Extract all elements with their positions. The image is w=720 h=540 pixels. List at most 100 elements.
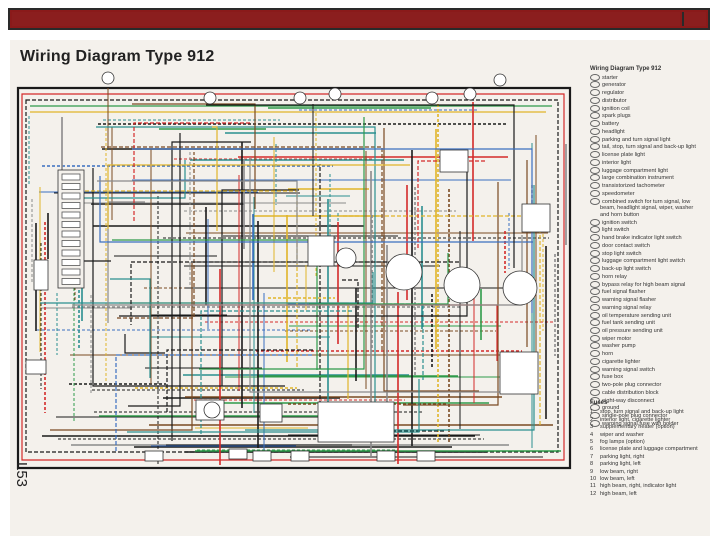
legend-number-badge xyxy=(590,388,600,396)
legend-number-badge xyxy=(590,412,600,420)
wire xyxy=(21,93,565,461)
fuse xyxy=(61,278,81,285)
fuse xyxy=(61,183,81,190)
fuse-number: 4 xyxy=(590,431,594,438)
legend-item-text: ignition switch xyxy=(602,219,637,226)
legend-item: distributor xyxy=(590,96,716,105)
wire xyxy=(96,126,376,435)
fuse-number: 6 xyxy=(590,446,594,453)
legend-item-text: luggage compartment light xyxy=(602,167,668,174)
legend-number-badge xyxy=(590,419,600,427)
legend-item: license plate light xyxy=(590,151,716,159)
legend-item-text: combined switch for turn signal, low xyxy=(602,198,691,205)
switch-block xyxy=(307,235,335,267)
fuse-number: 7 xyxy=(590,453,594,460)
light-symbol xyxy=(293,91,307,105)
legend-item: fuel tank sending unit xyxy=(590,319,716,327)
legend-number-badge xyxy=(590,158,600,166)
legend-number-badge xyxy=(590,73,600,81)
wire-harness xyxy=(16,86,572,470)
legend-item: ignition coil xyxy=(590,104,716,113)
legend-number-badge xyxy=(590,166,600,174)
legend-item: spark plugs xyxy=(590,112,716,120)
legend-number-badge xyxy=(590,265,600,273)
legend-item-text: luggage compartment light switch xyxy=(602,258,686,265)
fuse-text: wiper and washer xyxy=(600,431,644,438)
legend-number-badge xyxy=(590,381,600,389)
wire xyxy=(97,180,298,264)
lamp-symbol xyxy=(252,450,272,462)
legend-item: horn relay xyxy=(590,272,716,281)
wire xyxy=(99,176,533,243)
wire xyxy=(67,160,186,199)
legend-item: ignition switch xyxy=(590,218,716,227)
wire xyxy=(101,146,383,350)
fuse xyxy=(61,173,81,181)
legend-number-badge xyxy=(590,257,600,265)
fuse-number: 1 xyxy=(590,409,594,416)
legend-item-text: hand brake indicator light switch xyxy=(602,235,682,242)
relay-block xyxy=(521,203,551,233)
wire xyxy=(403,182,499,406)
legend-item: warning signal fuse with holder xyxy=(590,419,716,428)
legend-item-text: battery xyxy=(602,121,620,128)
legend-item-text: large combination instrument xyxy=(602,175,674,182)
legend-item-text: interior light xyxy=(602,159,631,166)
fuse xyxy=(61,268,81,276)
legend-item-text: oil pressure sending unit xyxy=(602,328,663,334)
wire xyxy=(117,152,195,319)
legend-number-badge xyxy=(590,296,600,304)
wire xyxy=(221,189,299,386)
wire xyxy=(212,126,218,231)
fuse xyxy=(61,202,81,209)
light-symbol xyxy=(425,91,439,105)
diagram-title: Wiring Diagram Type 912 xyxy=(20,48,215,65)
legend-item: fuel signal flasher xyxy=(590,288,716,296)
title-banner xyxy=(8,8,710,30)
battery-symbol xyxy=(33,259,49,291)
fuse xyxy=(61,230,81,238)
fuse-text: high beam, left xyxy=(600,490,637,497)
wire xyxy=(124,334,165,354)
fuse-number: 12 xyxy=(590,490,597,497)
legend-number-badge xyxy=(590,249,600,257)
legend-item-text: warning signal relay xyxy=(602,304,652,311)
page-code-container: L53 xyxy=(12,462,32,506)
legend-number-badge xyxy=(590,327,600,335)
fuse xyxy=(61,211,81,219)
legend-number-badge xyxy=(590,404,600,412)
legend-item: and horn button xyxy=(590,212,716,219)
fuse xyxy=(61,221,81,228)
legend-item: speedometer xyxy=(590,189,716,198)
legend-item-text: transistorized tachometer xyxy=(602,183,665,190)
legend-item: door contact switch xyxy=(590,241,716,250)
wire xyxy=(388,303,424,380)
legend-item: washer pump xyxy=(590,342,716,350)
legend-number-badge xyxy=(590,127,600,135)
legend-number-badge xyxy=(590,396,600,404)
legend-item: oil pressure sending unit xyxy=(590,327,716,335)
wire xyxy=(151,304,498,361)
wire xyxy=(309,253,449,305)
wire xyxy=(61,190,298,367)
legend-item-text: ignition coil xyxy=(602,105,630,112)
relay-block xyxy=(499,351,539,395)
legend-item: hand brake indicator light switch xyxy=(590,234,716,242)
light-symbol xyxy=(493,73,507,87)
light-symbol xyxy=(463,87,477,101)
legend-number-badge xyxy=(590,189,600,197)
legend-number-badge xyxy=(590,311,600,319)
legend-number-badge xyxy=(590,365,600,373)
legend-title: Wiring Diagram Type 912 xyxy=(590,66,662,72)
fuse-text: parking light, right xyxy=(600,453,645,460)
legend-item-text: speedometer xyxy=(602,190,635,197)
legend-item-text: warning signal flasher xyxy=(602,297,657,304)
page-code: L53 xyxy=(13,462,30,488)
legend-number-badge xyxy=(590,218,600,226)
fuse-number: 5 xyxy=(590,439,594,446)
